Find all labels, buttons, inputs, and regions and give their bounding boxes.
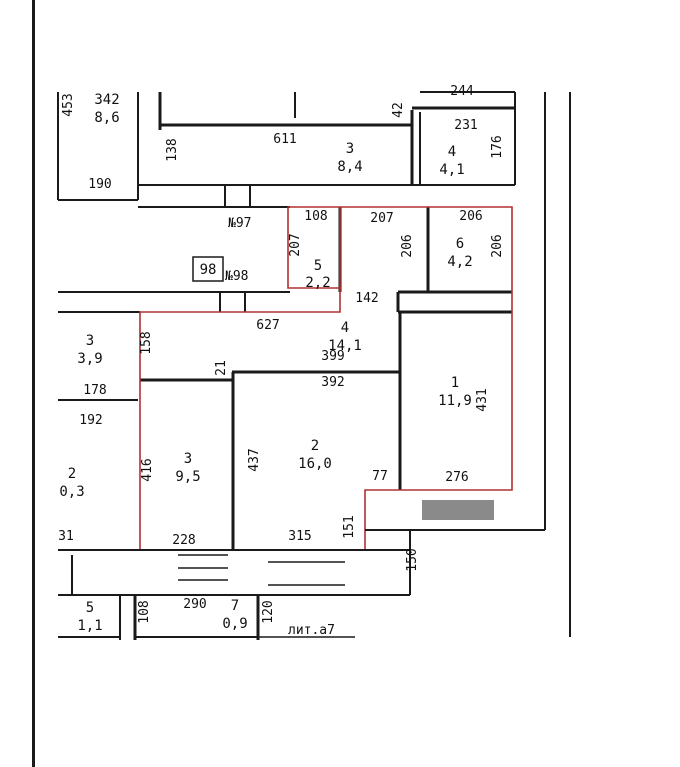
dimension-label: 290 (183, 597, 206, 612)
svg-text:16,0: 16,0 (298, 456, 332, 472)
svg-text:6: 6 (456, 236, 464, 252)
dimension-labels: 4531906111384224423117610820720720620620… (58, 84, 505, 624)
dimension-label: 611 (273, 132, 296, 147)
dimension-label: 437 (247, 448, 262, 471)
dimension-label: 142 (355, 291, 378, 306)
dimension-label: 206 (459, 209, 482, 224)
dimension-label: 151 (342, 515, 357, 538)
dimension-label: 453 (61, 93, 76, 116)
dimension-label: 192 (79, 413, 102, 428)
svg-text:0,3: 0,3 (59, 484, 84, 500)
svg-text:14,1: 14,1 (328, 338, 362, 354)
svg-text:4: 4 (341, 320, 349, 336)
dimension-label: 77 (372, 469, 388, 484)
svg-text:3: 3 (184, 451, 192, 467)
svg-text:342: 342 (94, 92, 119, 108)
dimension-label: 176 (490, 135, 505, 158)
neighbor-room-3-top: 3 8,4 (337, 141, 362, 175)
neighbor-room-4-top: 4 4,1 (439, 144, 464, 178)
dimension-label: 431 (475, 388, 490, 411)
room-3: 3 9,5 (175, 451, 200, 485)
dimension-label: 276 (445, 470, 468, 485)
dimension-label: 206 (400, 234, 415, 257)
svg-text:8,4: 8,4 (337, 159, 362, 175)
svg-text:8,6: 8,6 (94, 110, 119, 126)
apt98-label: №98 (225, 269, 248, 284)
dimension-label: 206 (490, 234, 505, 257)
dimension-label: 178 (83, 383, 106, 398)
apt97-label: №97 (228, 216, 251, 231)
svg-text:9,5: 9,5 (175, 469, 200, 485)
dimension-label: 42 (391, 102, 406, 118)
neighbor-room-5-bottom: 5 1,1 (77, 600, 102, 634)
svg-text:3,9: 3,9 (77, 351, 102, 367)
dimension-label: 231 (454, 118, 477, 133)
svg-text:5: 5 (314, 258, 322, 274)
svg-text:4,1: 4,1 (439, 162, 464, 178)
litera-label: лит.а7 (288, 623, 335, 638)
dimension-label: 108 (304, 209, 327, 224)
dimension-label: 399 (321, 349, 344, 364)
dimension-label: 627 (256, 318, 279, 333)
svg-text:4: 4 (448, 144, 456, 160)
dimension-label: 120 (261, 600, 276, 623)
svg-text:1: 1 (451, 375, 459, 391)
apartment-number: 98 (200, 262, 217, 278)
room-6: 6 4,2 (447, 236, 472, 270)
svg-text:1,1: 1,1 (77, 618, 102, 634)
dimension-label: 416 (140, 458, 155, 481)
dimension-label: 244 (450, 84, 474, 99)
dimension-label: 31 (58, 529, 74, 544)
room-2: 2 16,0 (298, 438, 332, 472)
svg-text:2: 2 (68, 466, 76, 482)
dimension-label: 158 (139, 331, 154, 354)
dimension-label: 207 (370, 211, 393, 226)
dimension-label: 228 (172, 533, 195, 548)
svg-text:5: 5 (86, 600, 94, 616)
svg-text:7: 7 (231, 598, 239, 614)
neighbor-room-2-left: 2 0,3 (59, 466, 84, 500)
svg-text:3: 3 (86, 333, 94, 349)
svg-text:2,2: 2,2 (305, 275, 330, 291)
balcony (422, 500, 494, 520)
dimension-label: 392 (321, 375, 344, 390)
dimension-label: 108 (137, 600, 152, 623)
neighbor-room-7-bottom: 7 0,9 (222, 598, 247, 632)
dimension-label: 150 (405, 548, 420, 571)
svg-text:0,9: 0,9 (222, 616, 247, 632)
dimension-label: 190 (88, 177, 111, 192)
room-1: 1 11,9 (438, 375, 472, 409)
svg-text:11,9: 11,9 (438, 393, 472, 409)
dimension-label: 21 (214, 360, 229, 376)
neighbor-room-3-left: 3 3,9 (77, 333, 102, 367)
svg-text:3: 3 (346, 141, 354, 157)
dimension-label: 315 (288, 529, 311, 544)
apartment-number-box (192, 256, 224, 282)
room-5: 5 2,2 (305, 258, 330, 291)
neighbor-room-342: 342 8,6 (94, 92, 119, 126)
dimension-label: 138 (165, 138, 180, 161)
svg-text:4,2: 4,2 (447, 254, 472, 270)
svg-text:2: 2 (311, 438, 319, 454)
dimension-label: 207 (288, 233, 303, 256)
page-border (32, 0, 35, 767)
room-4: 4 14,1 (328, 320, 362, 354)
